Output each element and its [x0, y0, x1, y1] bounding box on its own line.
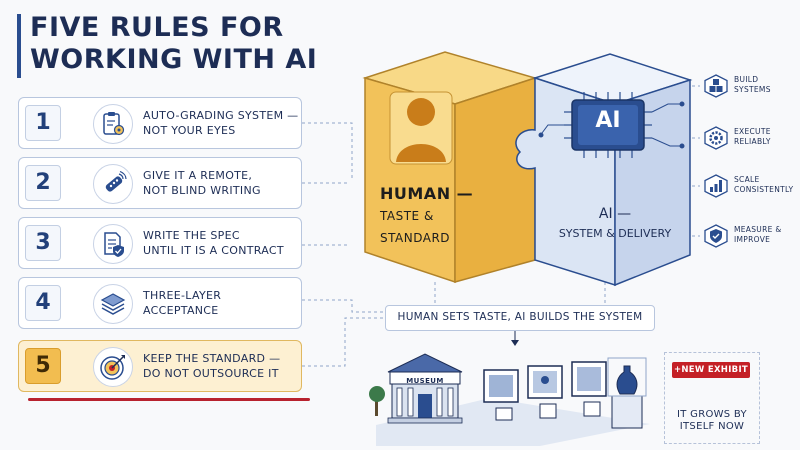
connector-rule-4	[302, 299, 385, 313]
rule-text-3: WRITE THE SPEC UNTIL IT IS A CONTRACT	[143, 229, 284, 257]
ai-label: AI — SYSTEM & DELIVERY	[550, 204, 680, 244]
remote-control-icon	[105, 170, 127, 192]
museum-sign: MUSEUM	[406, 377, 444, 385]
rule-text-4: THREE-LAYER ACCEPTANCE	[143, 289, 222, 317]
human-sublabel: TASTE & STANDARD	[380, 209, 451, 245]
page-title: FIVE RULES FOR WORKING WITH AI	[30, 12, 330, 76]
layers-icon	[100, 293, 126, 315]
title-line-1: FIVE RULES FOR	[30, 12, 284, 43]
connector-lines	[302, 85, 700, 367]
rule-card-2[interactable]: 2 GIVE IT A REMOTE, NOT BLIND WRITING	[18, 157, 302, 209]
circuit-traces	[538, 101, 685, 149]
rule-card-3[interactable]: 3 WRITE THE SPEC UNTIL IT IS A CONTRACT	[18, 217, 302, 269]
bar-chart-icon	[704, 174, 728, 198]
rule-number-4: 4	[25, 285, 61, 321]
rule-card-4[interactable]: 4 THREE-LAYER ACCEPTANCE	[18, 277, 302, 329]
person-silhouette-icon	[389, 91, 453, 165]
artwork-frames	[483, 361, 607, 421]
ai-chip-label: AI	[595, 108, 621, 133]
museum-scene	[369, 353, 650, 446]
rule-number-1: 1	[25, 105, 61, 141]
title-line-2: WORKING WITH AI	[30, 44, 318, 75]
rule-card-5[interactable]: 5 KEEP THE STANDARD — DO NOT OUTSOURCE I…	[18, 340, 302, 392]
exhibit-callout	[664, 352, 760, 444]
vase-exhibit-icon	[607, 357, 647, 429]
rule-text-2: GIVE IT A REMOTE, NOT BLIND WRITING	[143, 169, 261, 197]
connector-rule-5	[302, 317, 385, 367]
rule-text-5: KEEP THE STANDARD — DO NOT OUTSOURCE IT	[143, 352, 281, 380]
document-shield-icon	[104, 232, 124, 257]
summary-banner: HUMAN SETS TASTE, AI BUILDS THE SYSTEM	[385, 305, 655, 331]
rule-number-2: 2	[25, 165, 61, 201]
rule-number-5: 5	[25, 348, 61, 384]
human-puzzle-piece	[362, 51, 538, 284]
title-accent-bar	[17, 14, 21, 78]
rule-number-3: 3	[25, 225, 61, 261]
ai-chip-icon	[564, 92, 652, 158]
human-label: HUMAN — TASTE & STANDARD	[380, 183, 506, 249]
target-icon	[100, 355, 125, 380]
rule-text-1: AUTO-GRADING SYSTEM — NOT YOUR EYES	[143, 109, 299, 137]
connector-rule-1	[302, 122, 353, 178]
clipboard-gear-icon	[103, 112, 125, 136]
highlight-underline	[28, 398, 310, 401]
ai-block	[515, 53, 693, 287]
ai-sublabel: SYSTEM & DELIVERY	[558, 227, 672, 240]
arrow-down-icon	[511, 340, 519, 346]
grows-caption: IT GROWS BY ITSELF NOW	[677, 409, 747, 432]
rule-card-1[interactable]: 1 AUTO-GRADING SYSTEM — NOT YOUR EYES	[18, 97, 302, 149]
shield-check-icon	[704, 224, 728, 248]
new-exhibit-badge: +NEW EXHIBIT	[672, 362, 750, 378]
gear-icon	[704, 126, 728, 150]
cubes-icon	[704, 74, 728, 98]
